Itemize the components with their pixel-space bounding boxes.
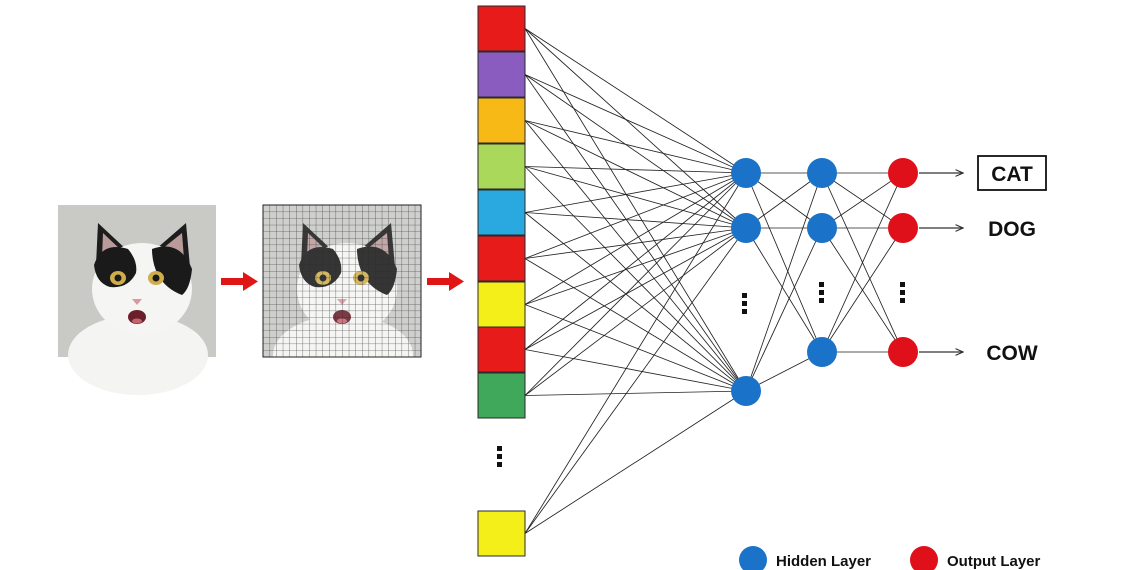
hidden-layer-2-node	[807, 158, 837, 188]
input-edge	[524, 166, 747, 229]
input-edge	[524, 28, 747, 392]
input-edge	[524, 390, 747, 396]
input-cell	[477, 51, 526, 98]
input-edge	[524, 258, 747, 392]
input-edge	[524, 28, 747, 174]
output-node	[888, 158, 918, 188]
input-edge	[524, 172, 747, 350]
input-cell	[477, 143, 526, 190]
hidden-layer-2-ellipsis-icon	[819, 282, 824, 303]
input-ellipsis-icon	[497, 446, 502, 467]
hidden-edge	[745, 172, 823, 353]
output-node	[888, 337, 918, 367]
legend-output-swatch	[910, 546, 938, 570]
legend-output-label: Output Layer	[947, 553, 1041, 570]
input-edge	[524, 172, 747, 213]
input-edge	[524, 120, 747, 392]
output-edge	[821, 172, 904, 229]
input-edge	[524, 390, 747, 534]
input-edge	[524, 74, 747, 174]
input-edge	[524, 227, 747, 534]
output-labels: CAT DOG COW	[919, 155, 1047, 365]
input-cell	[477, 189, 526, 236]
input-cell	[477, 372, 526, 419]
network-nodes	[731, 158, 918, 406]
predicted-class-box	[977, 155, 1047, 191]
hidden-layer-1-node	[731, 213, 761, 243]
input-edge	[524, 172, 747, 259]
pixel-grid-image	[262, 204, 422, 358]
input-cell	[477, 235, 526, 282]
output-edge	[821, 227, 904, 353]
hidden-edge	[745, 172, 823, 392]
input-vector	[477, 5, 526, 557]
input-edge	[524, 212, 747, 229]
output-label-cow: COW	[986, 342, 1038, 365]
hidden-edge	[745, 172, 823, 229]
input-cell	[477, 5, 526, 52]
output-edge	[821, 172, 904, 353]
connection-lines	[524, 28, 904, 534]
hidden-layer-1-ellipsis-icon	[742, 293, 747, 314]
legend: Hidden Layer Output Layer	[739, 546, 1041, 570]
cat-photo-image	[58, 205, 216, 395]
output-layer-ellipsis-icon	[900, 282, 905, 303]
arrow-right-icon	[221, 272, 258, 291]
input-edge	[524, 227, 747, 305]
hidden-edge	[745, 227, 823, 353]
input-edge	[524, 120, 747, 229]
input-cell	[477, 97, 526, 144]
input-cell	[477, 510, 526, 557]
arrow-right-icon	[427, 272, 464, 291]
legend-hidden-label: Hidden Layer	[776, 553, 871, 570]
input-edge	[524, 227, 747, 350]
input-cell	[477, 281, 526, 328]
hidden-layer-2-node	[807, 337, 837, 367]
input-edge	[524, 227, 747, 396]
hidden-edge	[745, 227, 823, 392]
input-edge	[524, 212, 747, 392]
input-edge	[524, 166, 747, 174]
input-edge	[524, 120, 747, 174]
hidden-layer-1-node	[731, 158, 761, 188]
output-node	[888, 213, 918, 243]
input-edge	[524, 172, 747, 534]
input-edge	[524, 304, 747, 392]
input-edge	[524, 172, 747, 396]
hidden-layer-1-node	[731, 376, 761, 406]
input-edge	[524, 172, 747, 305]
hidden-layer-2-node	[807, 213, 837, 243]
input-cell	[477, 326, 526, 373]
output-label-dog: DOG	[988, 218, 1036, 241]
input-edge	[524, 349, 747, 392]
output-label-cat: CAT	[991, 163, 1033, 186]
input-edge	[524, 74, 747, 392]
input-edge	[524, 166, 747, 392]
legend-hidden-swatch	[739, 546, 767, 570]
